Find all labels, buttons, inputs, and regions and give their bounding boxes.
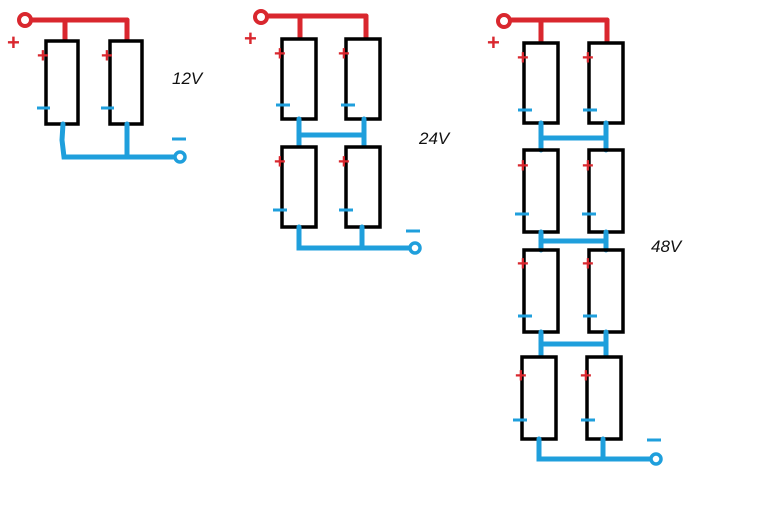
battery-plus-sign: + [274, 151, 286, 173]
voltage-label-24v: 24V [418, 129, 451, 148]
battery [587, 248, 625, 334]
positive-wire [503, 17, 610, 44]
battery [280, 37, 318, 121]
battery [522, 148, 560, 234]
positive-wire [260, 13, 369, 40]
negative-wire [296, 224, 414, 251]
negative-terminal-ring [173, 150, 187, 164]
battery-plus-sign: + [37, 45, 49, 67]
battery [587, 148, 625, 234]
battery [585, 355, 623, 441]
system-plus-sign: + [244, 26, 257, 51]
battery-plus-sign: + [274, 43, 286, 65]
negative-wire [536, 436, 655, 462]
negative-wire [59, 121, 179, 160]
voltage-label-12v: 12V [172, 69, 204, 88]
battery-plus-sign: + [338, 43, 350, 65]
battery [280, 145, 318, 229]
positive-terminal-ring [496, 13, 512, 29]
battery [520, 355, 558, 441]
positive-terminal-ring [253, 9, 269, 25]
battery [344, 37, 382, 121]
config-24v: + + + + + 24V [244, 9, 451, 255]
battery-plus-sign: + [582, 155, 594, 177]
series-link [538, 120, 609, 153]
battery [44, 39, 80, 126]
battery-plus-sign: + [517, 253, 529, 275]
series-link [538, 229, 609, 253]
battery [344, 145, 382, 229]
battery-plus-sign: + [517, 47, 529, 69]
battery-plus-sign: + [517, 155, 529, 177]
battery [108, 39, 144, 126]
battery [522, 248, 560, 334]
negative-terminal-ring [649, 452, 663, 466]
battery-plus-sign: + [515, 365, 527, 387]
config-48v: + + + + + + + [487, 13, 683, 466]
positive-wire [24, 17, 130, 43]
battery-plus-sign: + [580, 365, 592, 387]
config-12v: + + + 12V [7, 12, 204, 164]
battery-plus-sign: + [101, 45, 113, 67]
voltage-label-48v: 48V [651, 237, 683, 256]
system-plus-sign: + [7, 30, 20, 55]
series-link [296, 116, 367, 149]
battery-plus-sign: + [582, 47, 594, 69]
battery-plus-sign: + [582, 253, 594, 275]
battery-plus-sign: + [338, 151, 350, 173]
system-plus-sign: + [487, 30, 500, 55]
negative-terminal-ring [408, 241, 422, 255]
series-link [538, 329, 609, 359]
positive-terminal-ring [17, 12, 33, 28]
